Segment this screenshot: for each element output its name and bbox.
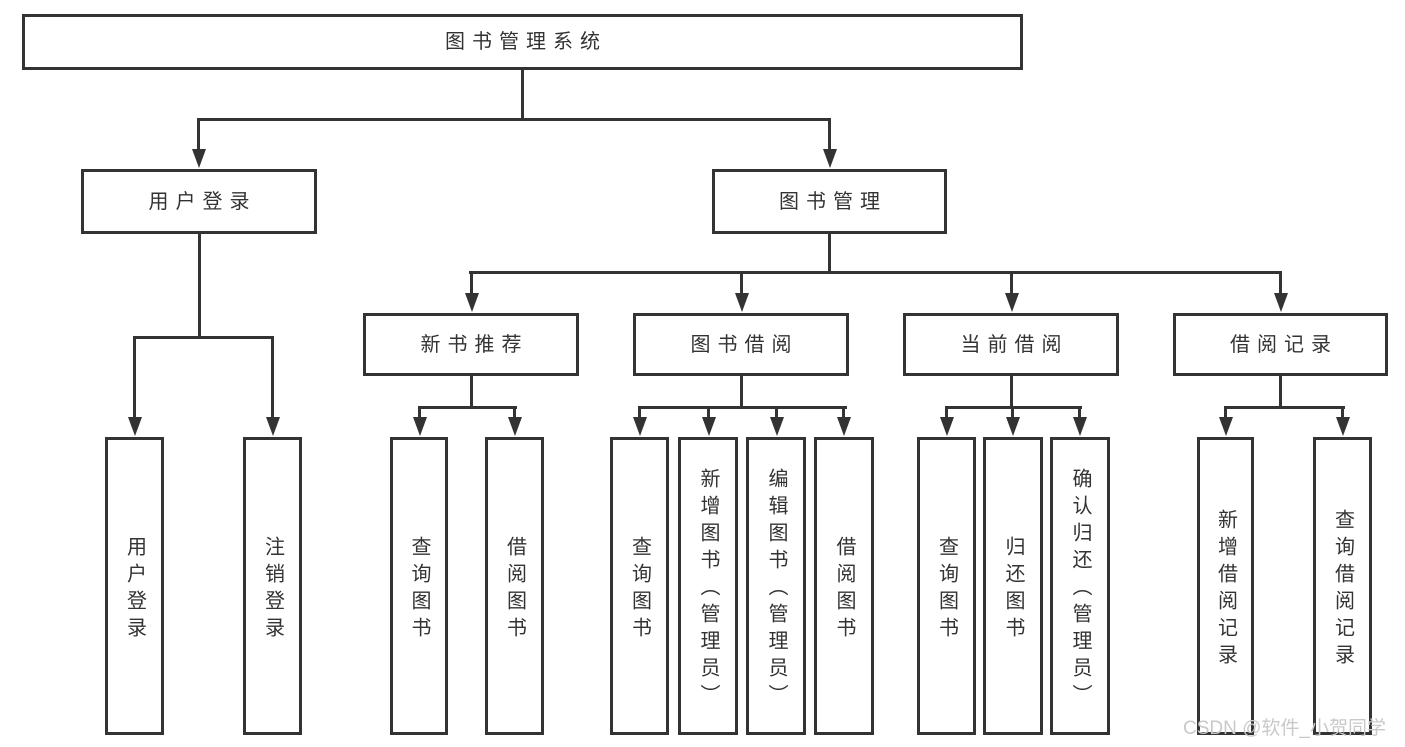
node-label: 编辑图书（管理员） [765,468,787,711]
csdn-watermark: CSDN @软件_小贺同学 [1183,718,1386,739]
down-arrow [412,406,427,436]
connector-vline [198,233,201,336]
down-arrow [939,406,954,436]
down-arrow [822,118,837,168]
connector-hline [133,336,274,339]
down-arrow [1005,406,1020,436]
down-arrow [1004,271,1019,312]
down-arrow [769,406,784,436]
leaf-query-books: 查询图书 [610,437,669,735]
down-arrow [127,336,142,436]
leaf-edit-book-admin: 编辑图书（管理员） [746,437,806,735]
down-arrow [734,271,749,312]
down-arrow [1335,406,1350,436]
leaf-confirm-return-admin: 确认归还（管理员） [1050,437,1110,735]
connector-vline [521,69,524,119]
leaf-return-book: 归还图书 [983,437,1043,735]
connector-hline [197,118,831,121]
node-label: 图书管理 [779,190,887,213]
down-arrow [265,336,280,436]
node-new-book-recommend: 新书推荐 [363,313,579,376]
leaf-add-book-admin: 新增图书（管理员） [678,437,738,735]
connector-vline [740,376,743,406]
node-label: 图书管理系统 [445,31,607,53]
node-label: 当前借阅 [960,333,1069,356]
node-label: 查询图书 [408,535,430,644]
down-arrow [1072,406,1087,436]
node-label: 查询图书 [935,535,958,644]
node-borrow-records: 借阅记录 [1173,313,1388,376]
node-label: 借阅图书 [833,535,855,644]
connector-vline [470,376,473,406]
node-label: 查询图书 [628,535,651,644]
connector-hline [1224,406,1345,409]
node-label: 用户登录 [123,535,146,644]
node-current-borrow: 当前借阅 [903,313,1119,376]
down-arrow [464,271,479,312]
leaf-logout: 注销登录 [243,437,302,735]
connector-vline [1279,376,1282,406]
connector-hline [638,406,847,409]
leaf-query-borrow-record: 查询借阅记录 [1313,437,1372,735]
node-label: 借阅图书 [503,535,526,644]
connector-hline [469,271,1282,274]
node-label: 确认归还（管理员） [1069,468,1091,711]
down-arrow [701,406,716,436]
leaf-add-borrow-record: 新增借阅记录 [1197,437,1254,735]
down-arrow [632,406,647,436]
node-label: 新书推荐 [420,333,529,356]
node-label: 图书借阅 [690,333,799,356]
down-arrow [836,406,851,436]
connector-vline [1010,376,1013,406]
node-label: 查询借阅记录 [1331,508,1354,671]
node-label: 新增借阅记录 [1214,508,1237,671]
node-label: 注销登录 [261,535,284,644]
down-arrow [1273,271,1288,312]
leaf-query-books: 查询图书 [917,437,976,735]
node-book-management: 图书管理 [712,169,947,234]
node-label: 用户登录 [148,190,257,213]
node-user-login: 用户登录 [81,169,317,234]
node-book-borrow: 图书借阅 [633,313,849,376]
down-arrow [507,406,522,436]
connector-hline [418,406,517,409]
down-arrow [1218,406,1233,436]
connector-vline [828,233,831,271]
node-root-system: 图书管理系统 [22,14,1023,70]
leaf-borrow-books: 借阅图书 [485,437,544,735]
leaf-borrow-books: 借阅图书 [814,437,874,735]
node-label: 借阅记录 [1230,333,1338,356]
leaf-query-books: 查询图书 [390,437,448,735]
leaf-user-login: 用户登录 [105,437,164,735]
node-label: 归还图书 [1002,535,1024,644]
down-arrow [191,118,206,168]
node-label: 新增图书（管理员） [697,468,719,711]
